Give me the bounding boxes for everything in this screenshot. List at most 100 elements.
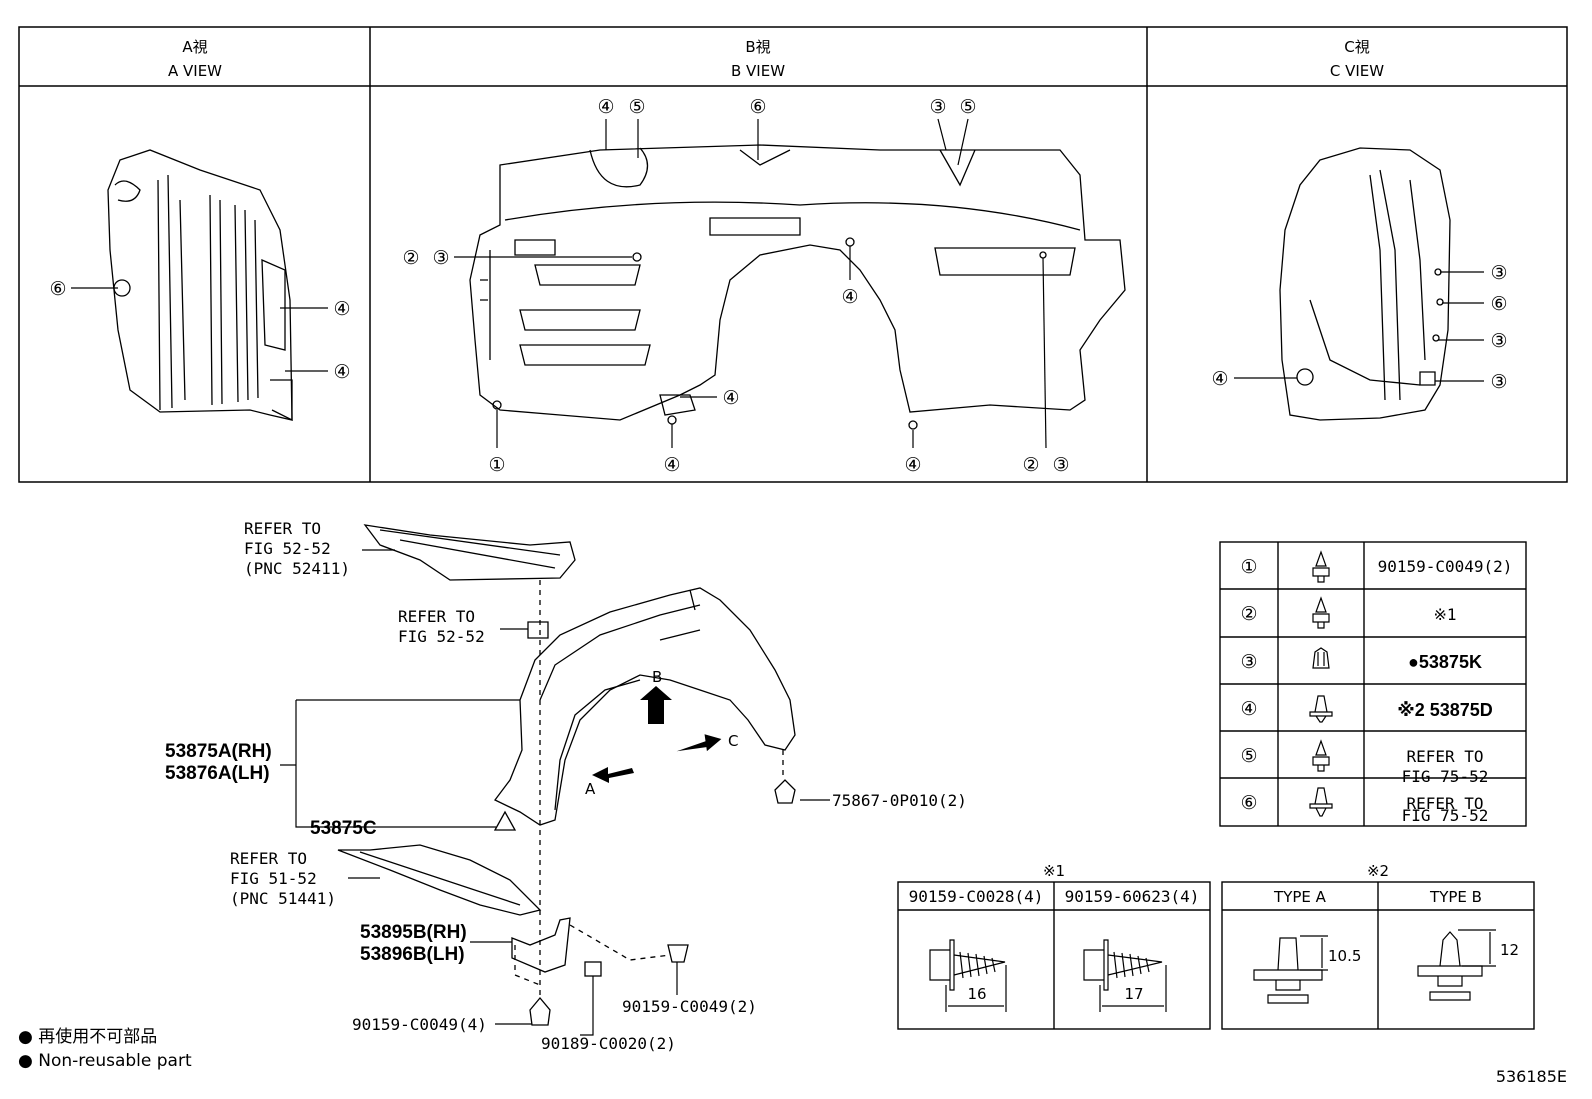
callout-4-a1: ④ [333,298,350,320]
arrow-a-icon [592,767,634,783]
callout-5-b1: ⑤ [628,96,645,118]
note1-col2: 90159-60623(4) [1065,887,1200,906]
view-b-en: B VIEW [731,62,785,80]
legend-num-6: ⑥ [1240,792,1257,814]
callout-4-c: ④ [1211,368,1228,390]
legend-part-2: ※1 [1433,605,1456,624]
screw-icon [1083,939,1167,1012]
callout-3-c1: ③ [1490,262,1507,284]
callout-6-c: ⑥ [1490,293,1507,315]
refer-51441-l2: FIG 51-52 [230,869,317,888]
legend-num-3: ③ [1240,651,1257,673]
clip-icon [1312,647,1330,669]
note2-dim2: 12 [1500,941,1519,959]
clip-75867-label: 75867-0P010(2) [832,791,967,810]
refer-51441-l3: (PNC 51441) [230,889,336,908]
view-arrows [592,686,722,783]
callout-3-c3: ③ [1490,371,1507,393]
assembly-drawing [337,524,796,1026]
view-c-en: C VIEW [1330,62,1384,80]
callout-4-b3: ④ [722,387,739,409]
legend-part-5-l2: FIG 75-52 [1402,767,1489,786]
note1-screws [929,939,1167,1012]
note2-clips [1253,929,1496,1004]
view-b-jp: B視 [745,38,770,56]
bracket-lh-label: 53896B(LH) [360,944,465,965]
refer-51441-l1: REFER TO [230,849,307,868]
bolt-4-label: 90159-C0049(4) [352,1015,487,1034]
view-callouts: ⑥ ④ ④ ④ ⑤ ⑥ ③ ⑤ ② ③ ④ ④ ① ④ ④ ② ③ ③ ⑥ ③ … [49,96,1507,476]
note2-col2: TYPE B [1429,888,1482,906]
legend-num-5: ⑤ [1240,745,1257,767]
bolt-2-label: 90159-C0049(2) [622,997,757,1016]
note1-col1: 90159-C0028(4) [909,887,1044,906]
arrow-b-label: B [652,668,662,686]
callout-6-a: ⑥ [49,278,66,300]
note2-col1: TYPE A [1273,888,1327,906]
arrow-b-icon [640,686,672,724]
note2-mark: ※2 [1367,862,1389,880]
legend-part-3: ●53875K [1408,652,1482,672]
liner-lh-label: 53876A(LH) [165,763,270,784]
note1-table [897,881,1211,1030]
legend-part-6-l1: REFER TO [1406,794,1483,813]
view-a-jp: A視 [182,38,207,56]
arrow-c-icon [676,734,722,752]
refer-52411-l2: FIG 52-52 [244,539,331,558]
legend-num-1: ① [1240,556,1257,578]
push-rivet-icon [1309,787,1333,817]
arrow-c-label: C [728,732,738,750]
view-c-jp: C視 [1344,38,1369,56]
callout-4-b4: ④ [663,454,680,476]
legend-table [1219,541,1527,827]
views-frame [18,26,1568,483]
note2-table [1221,881,1535,1030]
arrow-a-label: A [585,780,596,798]
clip-c-label: 53875C [310,818,377,839]
refer-52411-l3: (PNC 52411) [244,559,350,578]
callout-3-c2: ③ [1490,330,1507,352]
callout-6-b: ⑥ [749,96,766,118]
note2-dim1: 10.5 [1328,947,1361,965]
legend-part-4: ※2 53875D [1397,700,1493,720]
note1-dim2: 17 [1124,985,1143,1003]
push-rivet-icon [1309,695,1333,723]
bolt-icon [1312,739,1330,772]
assembly-leaders [280,549,830,1036]
b-view-drawing [469,144,1126,430]
legend-num-4: ④ [1240,698,1257,720]
refer-52-52-l2: FIG 52-52 [398,627,485,646]
note1-mark: ※1 [1043,862,1065,880]
a-view-drawing [107,149,293,422]
legend-part-5-l1: REFER TO [1406,747,1483,766]
callout-2-b1: ② [402,247,419,269]
screw-icon [929,939,1007,1012]
c-view-drawing [1279,147,1451,421]
bracket-rh-label: 53895B(RH) [360,922,467,943]
note1-dim1: 16 [967,985,986,1003]
figure-code: 536185E [1496,1067,1567,1086]
view-leaders [71,118,1484,449]
refer-52-52-l1: REFER TO [398,607,475,626]
push-rivet-type-a-icon [1253,935,1328,1004]
legend-icons [1309,550,1333,817]
callout-3-b3: ③ [1052,454,1069,476]
callout-2-b2: ② [1022,454,1039,476]
footer-en: ● Non-reusable part [18,1051,192,1071]
callout-4-a2: ④ [333,361,350,383]
callout-4-b5: ④ [904,454,921,476]
assembly-dashes [514,580,784,1000]
bolt-icon [1312,550,1330,583]
view-a-en: A VIEW [168,62,222,80]
legend-num-2: ② [1240,603,1257,625]
callout-4-b2: ④ [841,286,858,308]
callout-5-b2: ⑤ [959,96,976,118]
legend-part-6-l2: FIG 75-52 [1402,806,1489,825]
legend-part-1: 90159-C0049(2) [1378,557,1513,576]
callout-3-b2: ③ [432,247,449,269]
footer-jp: ● 再使用不可部品 [18,1026,157,1047]
callout-4-b1: ④ [597,96,614,118]
bolt-icon [1312,596,1330,629]
callout-3-b1: ③ [929,96,946,118]
